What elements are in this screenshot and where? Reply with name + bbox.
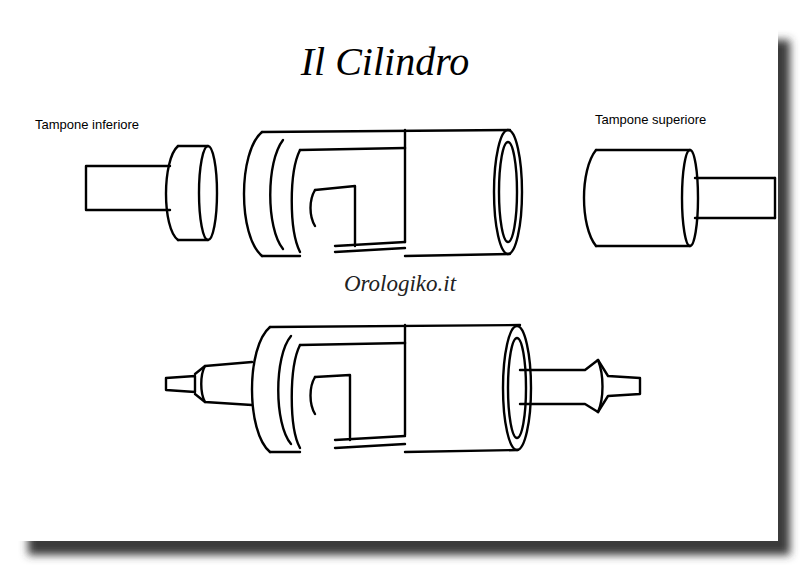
lower-plug <box>86 146 217 240</box>
assembled-cylinder <box>166 325 640 452</box>
diagram-title: Il Cilindro <box>301 40 470 84</box>
part-label: Tampone inferiore <box>35 117 139 133</box>
part-label: Tampone superiore <box>595 112 706 128</box>
watermark: Orologiko.it <box>344 270 456 298</box>
cylinder <box>244 130 522 256</box>
upper-plug <box>584 150 775 246</box>
page-ground <box>0 0 778 541</box>
